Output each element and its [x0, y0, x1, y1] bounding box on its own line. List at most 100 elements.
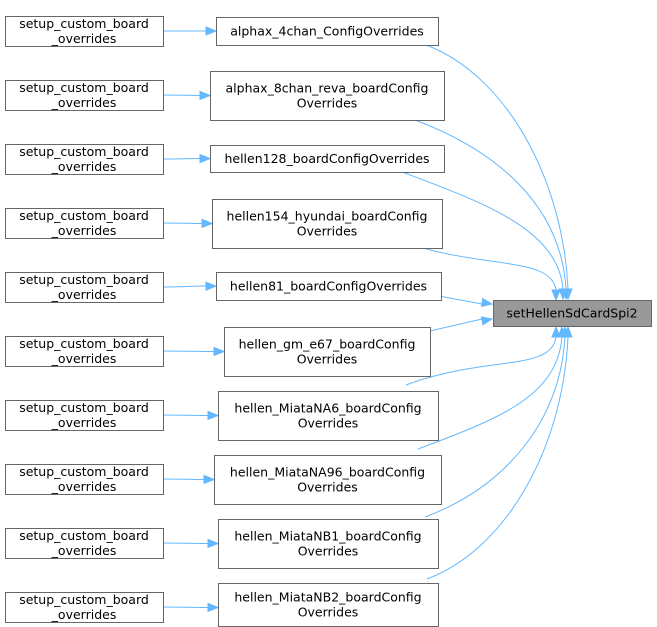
setup-custom-board-overrides-node-6[interactable]: setup_custom_board_overrides — [5, 400, 164, 431]
setup-custom-board-overrides-node-6-box — [5, 400, 164, 431]
setup-custom-board-overrides-node-8-label: _overrides — [51, 543, 117, 558]
edge-to-root-6 — [405, 325, 561, 386]
setup-custom-board-overrides-node-3-label: setup_custom_board — [19, 208, 149, 223]
edge-setup-8-line — [162, 542, 209, 544]
edge-setup-0-arrowhead — [205, 26, 218, 36]
setup-custom-board-overrides-node-5-label: setup_custom_board — [19, 336, 149, 351]
setup-custom-board-overrides-node-4-label: _overrides — [51, 287, 117, 302]
edge-to-root-9-line — [426, 336, 569, 580]
setup-custom-board-overrides-node-6-label: _overrides — [51, 415, 117, 430]
edge-to-root-2-line — [401, 171, 564, 290]
caller-node-m5-box — [224, 327, 431, 377]
caller-node-m2[interactable]: hellen128_boardConfigOverrides — [210, 145, 445, 173]
setup-custom-board-overrides-node-5[interactable]: setup_custom_board_overrides — [5, 336, 164, 367]
edge-to-root-7-line — [417, 336, 563, 450]
edge-setup-5-arrowhead — [213, 346, 226, 357]
edge-to-root-0 — [425, 44, 573, 301]
edge-to-root-5 — [429, 316, 494, 332]
caller-node-m3[interactable]: hellen154_hyundai_boardConfigOverrides — [212, 199, 443, 249]
setup-custom-board-overrides-node-9[interactable]: setup_custom_board_overrides — [5, 592, 164, 623]
edge-to-root-5-line — [429, 318, 483, 332]
caller-node-m2-box — [210, 145, 445, 173]
edge-to-root-8-line — [424, 336, 566, 518]
caller-node-m1[interactable]: alphax_8chan_reva_boardConfigOverrides — [210, 71, 445, 121]
edge-to-root-6-arrowhead — [551, 325, 561, 338]
edge-to-root-2-arrowhead — [558, 288, 568, 301]
setup-custom-board-overrides-node-4-label: setup_custom_board — [19, 272, 149, 287]
edge-to-root-6-line — [405, 336, 557, 386]
setup-custom-board-overrides-node-3-box — [5, 208, 164, 239]
edge-setup-2-arrowhead — [199, 153, 212, 164]
caller-node-m9-label: Overrides — [298, 605, 359, 620]
setup-custom-board-overrides-node-0-box — [5, 16, 164, 47]
edge-setup-4-arrowhead — [205, 281, 218, 291]
edge-setup-7 — [162, 474, 216, 485]
edge-setup-1 — [162, 90, 212, 101]
edge-setup-2-line — [162, 158, 201, 160]
setup-custom-board-overrides-node-3-label: _overrides — [51, 223, 117, 238]
setup-custom-board-overrides-node-4[interactable]: setup_custom_board_overrides — [5, 272, 164, 303]
caller-node-m4[interactable]: hellen81_boardConfigOverrides — [216, 272, 442, 301]
edge-setup-9 — [162, 602, 220, 613]
caller-node-m6[interactable]: hellen_MiataNA6_boardConfigOverrides — [218, 391, 439, 441]
caller-node-m1-label: Overrides — [297, 96, 358, 111]
setup-custom-board-overrides-node-1[interactable]: setup_custom_board_overrides — [5, 80, 164, 111]
edge-to-root-7 — [417, 325, 567, 450]
edge-setup-9-arrowhead — [207, 602, 220, 613]
edge-setup-3 — [162, 218, 214, 229]
setup-custom-board-overrides-node-1-box — [5, 80, 164, 111]
caller-node-m7-box — [214, 455, 442, 505]
edge-setup-4 — [162, 281, 218, 291]
caller-node-m2-label: hellen128_boardConfigOverrides — [224, 151, 429, 166]
setup-custom-board-overrides-node-4-box — [5, 272, 164, 303]
setup-custom-board-overrides-node-2[interactable]: setup_custom_board_overrides — [5, 144, 164, 175]
edge-to-root-9-arrowhead — [563, 325, 573, 338]
caller-node-m8-label: hellen_MiataNB1_boardConfig — [234, 529, 421, 544]
edge-to-root-1-line — [414, 119, 567, 290]
setup-custom-board-overrides-node-8[interactable]: setup_custom_board_overrides — [5, 528, 164, 559]
setup-custom-board-overrides-node-8-box — [5, 528, 164, 559]
caller-node-m5[interactable]: hellen_gm_e67_boardConfigOverrides — [224, 327, 431, 377]
edge-setup-8 — [162, 538, 220, 549]
setup-custom-board-overrides-node-2-label: setup_custom_board — [19, 144, 149, 159]
caller-node-m7[interactable]: hellen_MiataNA96_boardConfigOverrides — [214, 455, 442, 505]
edge-setup-1-arrowhead — [199, 90, 212, 101]
caller-node-m9[interactable]: hellen_MiataNB2_boardConfigOverrides — [218, 583, 439, 627]
edge-setup-6 — [162, 410, 220, 421]
setup-custom-board-overrides-node-2-label: _overrides — [51, 159, 117, 174]
edge-to-root-3-arrowhead — [551, 289, 561, 302]
setup-custom-board-overrides-node-6-label: setup_custom_board — [19, 400, 149, 415]
caller-node-m0-box — [216, 17, 439, 46]
root-node-sethellensdcardspi2[interactable]: setHellenSdCardSpi2 — [493, 300, 652, 327]
edge-to-root-9 — [426, 325, 573, 580]
caller-node-m7-label: Overrides — [297, 480, 358, 495]
caller-node-m8[interactable]: hellen_MiataNB1_boardConfigOverrides — [218, 519, 439, 569]
caller-node-m4-box — [216, 272, 442, 301]
edge-setup-8-arrowhead — [207, 538, 220, 549]
setup-custom-board-overrides-node-3[interactable]: setup_custom_board_overrides — [5, 208, 164, 239]
edge-setup-7-line — [162, 478, 205, 480]
setup-custom-board-overrides-node-2-box — [5, 144, 164, 175]
root-node-sethellensdcardspi2-label: setHellenSdCardSpi2 — [506, 306, 637, 321]
caller-node-m1-box — [210, 71, 445, 121]
setup-custom-board-overrides-node-0-label: _overrides — [51, 31, 117, 46]
setup-custom-board-overrides-node-7[interactable]: setup_custom_board_overrides — [5, 464, 164, 495]
edge-to-root-8 — [424, 325, 570, 518]
setup-custom-board-overrides-node-7-box — [5, 464, 164, 495]
edge-setup-6-line — [162, 414, 209, 416]
edge-to-root-5-arrowhead — [480, 316, 494, 326]
edge-setup-5 — [162, 346, 226, 357]
edge-setup-7-arrowhead — [203, 474, 216, 485]
setup-custom-board-overrides-node-7-label: setup_custom_board — [19, 464, 149, 479]
setup-custom-board-overrides-node-0[interactable]: setup_custom_board_overrides — [5, 16, 164, 47]
caller-node-m0[interactable]: alphax_4chan_ConfigOverrides — [216, 17, 439, 46]
setup-custom-board-overrides-node-0-label: setup_custom_board — [19, 16, 149, 31]
caller-node-m3-label: hellen154_hyundai_boardConfig — [227, 209, 428, 224]
edge-setup-3-arrowhead — [201, 218, 214, 229]
caller-node-m3-box — [212, 199, 443, 249]
root-node-sethellensdcardspi2-box — [493, 300, 652, 327]
edges-layer — [162, 26, 573, 613]
setup-custom-board-overrides-node-9-label: _overrides — [51, 607, 117, 622]
